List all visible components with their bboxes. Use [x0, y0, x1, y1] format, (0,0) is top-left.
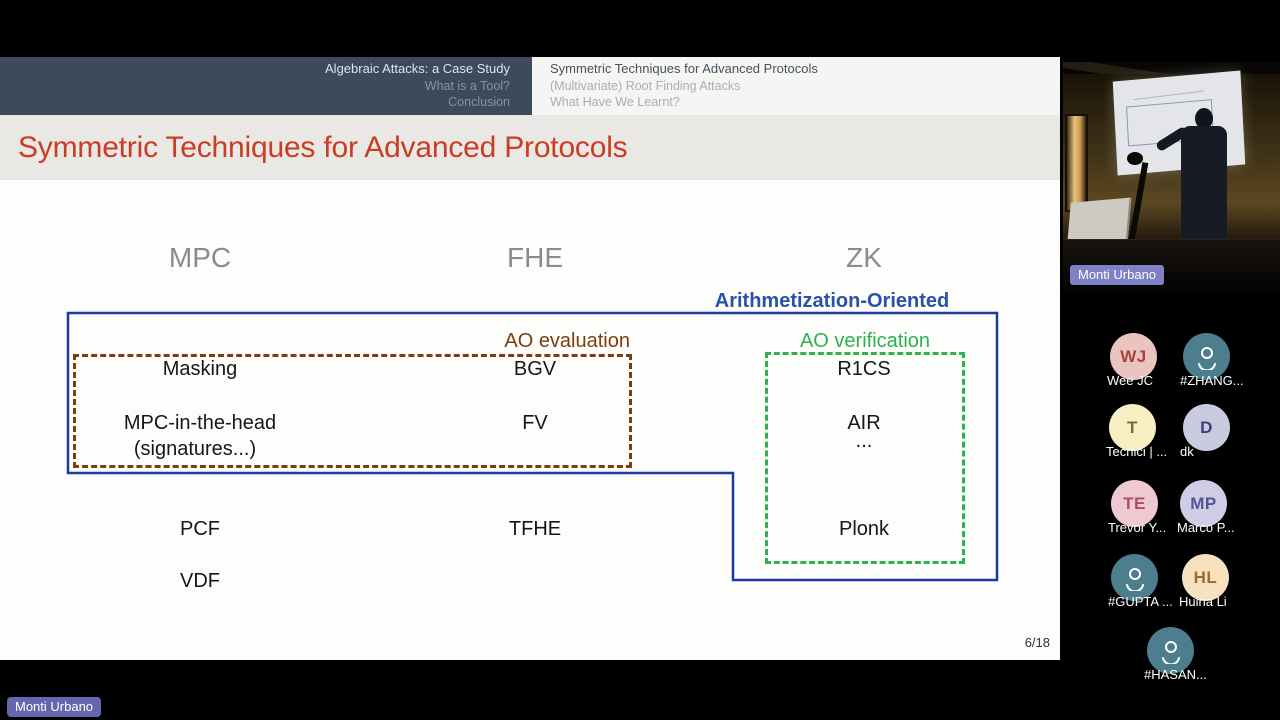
self-name-tag: Monti Urbano	[7, 697, 102, 717]
participant-name: Tecnici | ...	[1106, 444, 1168, 459]
avatar	[1183, 333, 1230, 380]
slides-header-right-subsections: Symmetric Techniques for Advanced Protoc…	[532, 57, 1060, 115]
participant-name: Marco P...	[1177, 520, 1235, 535]
participant-tile-hasan[interactable]: #HASAN...	[1144, 627, 1231, 682]
subsection-current: Symmetric Techniques for Advanced Protoc…	[550, 61, 818, 77]
avatar: MP	[1180, 480, 1227, 527]
slides-header-left-sections: Algebraic Attacks: a Case Study What is …	[0, 57, 532, 115]
section-last: Conclusion	[448, 95, 510, 110]
video-name-tag: Monti Urbano	[1070, 265, 1165, 285]
item-vdf: VDF	[180, 570, 220, 592]
ao-evaluation-label: AO evaluation	[504, 330, 630, 352]
avatar-initials: MP	[1190, 493, 1217, 513]
speaker-video-tile[interactable]: Monti Urbano	[1063, 62, 1280, 291]
person-icon	[1125, 567, 1144, 591]
participant-tile-gupta[interactable]: #GUPTA ...	[1108, 554, 1195, 609]
participant-name: dk	[1180, 444, 1194, 459]
participant-tile-zhang[interactable]: #ZHANG...	[1180, 333, 1267, 388]
avatar-initials: D	[1200, 417, 1213, 437]
ao-verification-label: AO verification	[799, 330, 931, 352]
participant-tile-dk[interactable]: D dk	[1180, 404, 1267, 459]
column-heading-mpc: MPC	[168, 242, 232, 273]
subsection-last: What Have We Learnt?	[550, 95, 680, 110]
section-next: What is a Tool?	[424, 78, 510, 93]
slide-title-band: Symmetric Techniques for Advanced Protoc…	[0, 115, 1060, 180]
person-icon	[1161, 640, 1180, 664]
avatar	[1147, 627, 1194, 674]
avatar-initials: TE	[1123, 493, 1146, 513]
participant-tile-huina[interactable]: HL Huina Li	[1179, 554, 1266, 609]
avatar-initials: T	[1127, 417, 1138, 437]
avatar-initials: HL	[1193, 567, 1218, 587]
item-tfhe: TFHE	[508, 518, 562, 540]
section-current: Algebraic Attacks: a Case Study	[325, 61, 510, 77]
participant-name: #ZHANG...	[1180, 373, 1244, 388]
participant-name: #GUPTA ...	[1108, 594, 1173, 609]
avatar-initials: WJ	[1120, 346, 1147, 366]
participant-name: Trevor Y...	[1108, 520, 1167, 535]
participant-tile-tecnici[interactable]: T Tecnici | ...	[1106, 404, 1193, 459]
avatar: HL	[1182, 554, 1229, 601]
presenter-body	[1181, 126, 1227, 244]
presenter-head	[1195, 108, 1213, 129]
avatar	[1111, 554, 1158, 601]
participant-tile-wee-jc[interactable]: WJ Wee JC	[1107, 333, 1194, 388]
slide-page-number: 6/18	[1024, 635, 1050, 650]
avatar: D	[1183, 404, 1230, 451]
mic-stand-head	[1127, 152, 1143, 165]
item-pcf: PCF	[180, 518, 220, 540]
participant-tile-trevor[interactable]: TE Trevor Y...	[1108, 480, 1195, 535]
arithmetization-oriented-label: Arithmetization-Oriented	[714, 290, 950, 312]
participant-name: Huina Li	[1179, 594, 1227, 609]
avatar: WJ	[1110, 333, 1157, 380]
slide-body: MPC FHE ZK Arithmetization-Oriented AO e…	[0, 180, 1060, 660]
person-icon	[1197, 346, 1216, 370]
projected-diagram-line	[1133, 86, 1204, 101]
avatar: TE	[1111, 480, 1158, 527]
column-heading-fhe: FHE	[507, 242, 563, 273]
ao-evaluation-box	[73, 354, 632, 468]
participant-name: #HASAN...	[1144, 667, 1207, 682]
avatar: T	[1109, 404, 1156, 451]
participant-name: Wee JC	[1107, 373, 1153, 388]
window-light	[1065, 114, 1088, 212]
ao-verification-box	[765, 352, 965, 564]
subsection-next: (Multivariate) Root Finding Attacks	[550, 78, 741, 93]
slide-title: Symmetric Techniques for Advanced Protoc…	[18, 130, 628, 164]
column-heading-zk: ZK	[846, 242, 882, 273]
participant-tile-marco[interactable]: MP Marco P...	[1177, 480, 1264, 535]
